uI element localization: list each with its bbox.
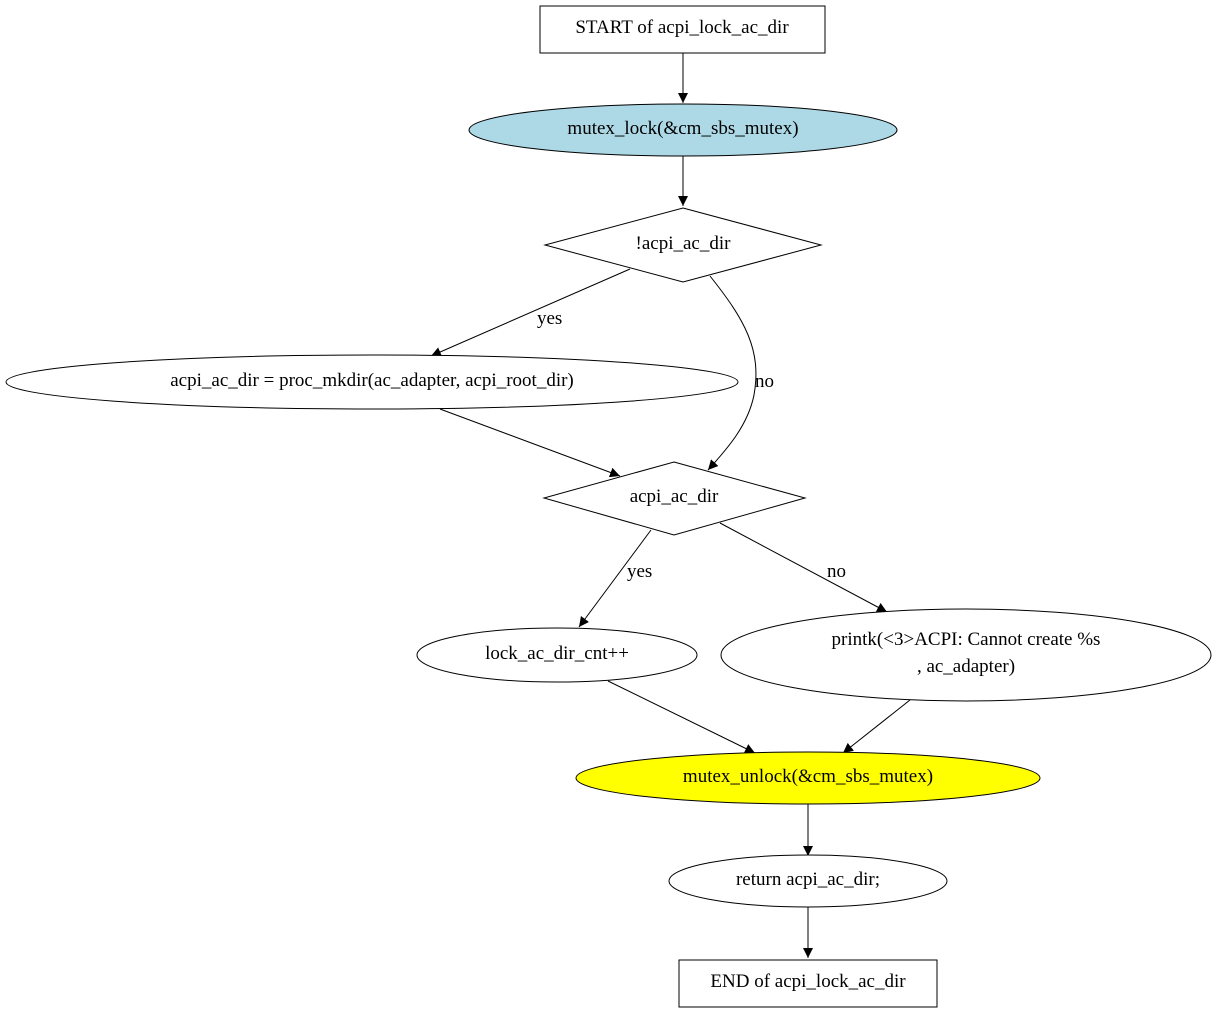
edge-label-dir-no: no: [827, 561, 846, 582]
start-node-label: START of acpi_lock_ac_dir: [575, 17, 789, 38]
edge-second-condition-no-to-printk: [719, 522, 888, 613]
edge-condition-yes-to-mkdir: [430, 268, 631, 357]
end-node: END of acpi_lock_ac_dir: [678, 959, 938, 1008]
return-node: return acpi_ac_dir;: [668, 854, 948, 908]
edge-mkdir-to-second-condition: [439, 408, 621, 478]
counter-increment-node-label: lock_ac_dir_cnt++: [485, 643, 629, 664]
counter-increment-node: lock_ac_dir_cnt++: [416, 627, 698, 683]
edge-label-not-dir-no: no: [755, 371, 774, 392]
edge-label-not-dir-yes: yes: [537, 308, 562, 329]
edge-printk-to-mutex-unlock: [842, 699, 911, 754]
edge-counter-to-mutex-unlock: [607, 680, 756, 754]
acpi-ac-dir-condition-label: acpi_ac_dir: [630, 486, 719, 507]
end-node-label: END of acpi_lock_ac_dir: [710, 971, 906, 992]
mutex-unlock-node-label: mutex_unlock(&cm_sbs_mutex): [683, 766, 933, 787]
printk-node-label-line2: , ac_adapter): [917, 656, 1015, 677]
return-node-label: return acpi_ac_dir;: [736, 869, 880, 890]
not-acpi-ac-dir-condition-label: !acpi_ac_dir: [636, 233, 732, 254]
edge-second-condition-yes-to-counter: [578, 529, 652, 628]
edge-condition-no-to-second-condition: [707, 275, 757, 471]
printk-node-label-line1: printk(<3>ACPI: Cannot create %s: [832, 629, 1101, 650]
not-acpi-ac-dir-condition: !acpi_ac_dir: [543, 207, 823, 283]
edge-label-dir-yes: yes: [627, 561, 652, 582]
mutex-lock-node-label: mutex_lock(&cm_sbs_mutex): [567, 118, 798, 139]
proc-mkdir-node-label: acpi_ac_dir = proc_mkdir(ac_adapter, acp…: [170, 370, 574, 391]
printk-node: printk(<3>ACPI: Cannot create %s , ac_ad…: [720, 608, 1212, 702]
proc-mkdir-node: acpi_ac_dir = proc_mkdir(ac_adapter, acp…: [5, 354, 739, 410]
acpi-ac-dir-condition: acpi_ac_dir: [542, 461, 807, 536]
mutex-lock-node: mutex_lock(&cm_sbs_mutex): [468, 103, 898, 157]
start-node: START of acpi_lock_ac_dir: [539, 5, 826, 54]
mutex-unlock-node: mutex_unlock(&cm_sbs_mutex): [575, 751, 1041, 805]
